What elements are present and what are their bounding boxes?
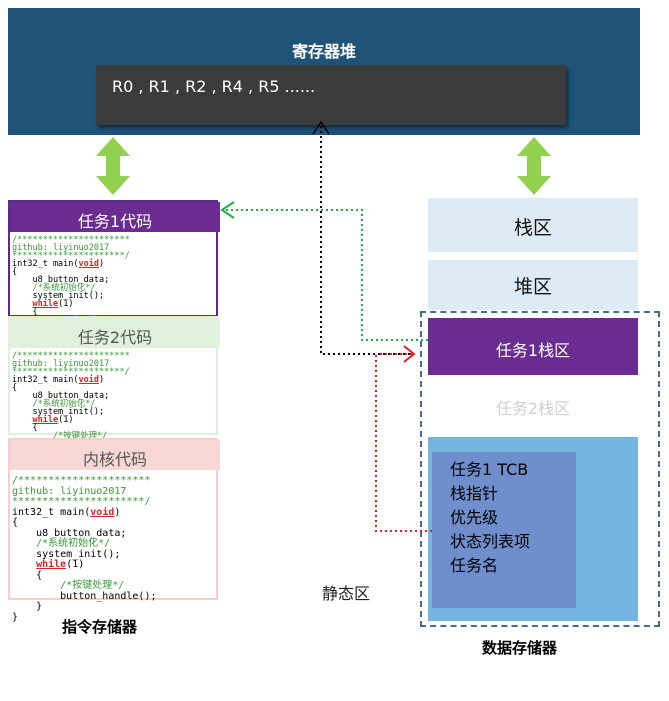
code-comment: /*系统初始化*/ [12, 399, 96, 409]
code-stars: /********************** [12, 235, 130, 245]
register-file-title: 寄存器堆 [291, 42, 356, 61]
code-github: github: liyinuo2017 [12, 243, 110, 253]
instruction-memory-label: 指令存储器 [62, 618, 138, 636]
code-main: int32_t main( [12, 375, 79, 385]
double-arrow-right [517, 137, 551, 195]
code-decl: u8 button_data; [12, 527, 127, 539]
code-brace: } [12, 601, 43, 612]
code-sysinit: system_init(); [12, 291, 105, 301]
task1-code-title: 任务1代码 [10, 202, 220, 232]
code-paren: ) [99, 375, 105, 385]
code-handle: button_handle(); [12, 590, 157, 602]
code-brace: { [12, 423, 38, 433]
code-while: while [32, 299, 59, 309]
code-github: github: liyinuo2017 [12, 485, 127, 497]
tcb-field-priority: 优先级 [450, 508, 499, 527]
task2-code-panel: 任务2代码 /********************** github: li… [8, 316, 220, 464]
tcb-field-task-name: 任务名 [450, 556, 499, 575]
code-brace: } [12, 611, 19, 623]
tcb-to-stack-arrow [375, 354, 432, 532]
code-main: int32_t main( [12, 506, 91, 518]
code-paren: ) [99, 259, 105, 269]
code-brace: { [12, 267, 18, 277]
code-comment: /*按键处理*/ [12, 431, 108, 441]
code-sysinit: system_init(); [12, 548, 121, 560]
code-stars: **********************/ [12, 367, 130, 377]
stack-to-task1-code-arrow [224, 209, 428, 341]
code-while-arg: (1) [66, 559, 85, 570]
code-sysinit: system_init(); [12, 407, 105, 417]
code-brace: { [12, 517, 19, 528]
data-memory-label: 数据存储器 [482, 639, 558, 657]
data-memory-dashed-box [420, 311, 660, 627]
sp-to-registers-arrow [320, 124, 410, 355]
register-list: R0 , R1 , R2 , R4 , R5 ...... [96, 65, 566, 125]
kernel-code-title: 内核代码 [10, 440, 220, 470]
task2-stack-zone: 任务2栈区 [495, 399, 571, 418]
code-while-arg: (1) [58, 415, 74, 425]
code-comment: /*系统初始化*/ [12, 283, 96, 293]
code-while: while [32, 415, 59, 425]
green-arrowhead [220, 201, 235, 219]
task1-tcb: 任务1 TCB 栈指针 优先级 状态列表项 任务名 [432, 452, 576, 608]
code-main: int32_t main( [12, 259, 79, 269]
code-brace: { [12, 569, 43, 581]
code-paren: ) [114, 506, 121, 518]
code-comment: /*按键处理*/ [12, 580, 125, 591]
code-void: void [90, 506, 115, 518]
kernel-code-panel: 内核代码 /********************** github: liy… [8, 438, 220, 622]
black-arrowhead [312, 120, 330, 135]
code-stars: **********************/ [12, 496, 151, 507]
code-void: void [78, 375, 100, 385]
code-stars: /********************** [12, 475, 151, 486]
double-arrow-left [96, 137, 130, 195]
code-brace: { [12, 383, 18, 393]
static-zone-label: 静态区 [322, 584, 371, 603]
task1-stack-zone: 任务1栈区 [428, 318, 638, 375]
task2-code-title: 任务2代码 [10, 318, 220, 348]
tcb-field-stack-pointer: 栈指针 [450, 484, 499, 503]
code-void: void [78, 259, 100, 269]
code-decl: u8 button_data; [12, 275, 110, 285]
red-arrowhead [403, 345, 416, 363]
stack-zone: 栈区 [428, 198, 638, 252]
code-while-arg: (1) [58, 299, 74, 309]
code-github: github: liyinuo2017 [12, 359, 110, 369]
code-stars: **********************/ [12, 251, 130, 261]
tcb-field-state-list-item: 状态列表项 [450, 532, 531, 551]
tcb-title: 任务1 TCB [450, 460, 529, 479]
code-decl: u8 button_data; [12, 391, 110, 401]
code-comment: /*系统初始化*/ [12, 538, 111, 549]
code-brace: { [12, 307, 38, 317]
code-stars: /********************** [12, 351, 130, 361]
register-file: 寄存器堆 R0 , R1 , R2 , R4 , R5 ...... [8, 8, 640, 135]
code-while: while [36, 559, 67, 570]
heap-zone: 堆区 [428, 260, 638, 310]
task1-code-panel: 任务1代码 /********************** github: li… [8, 200, 220, 340]
kernel-code-listing: /********************** github: liyinuo2… [12, 475, 218, 623]
